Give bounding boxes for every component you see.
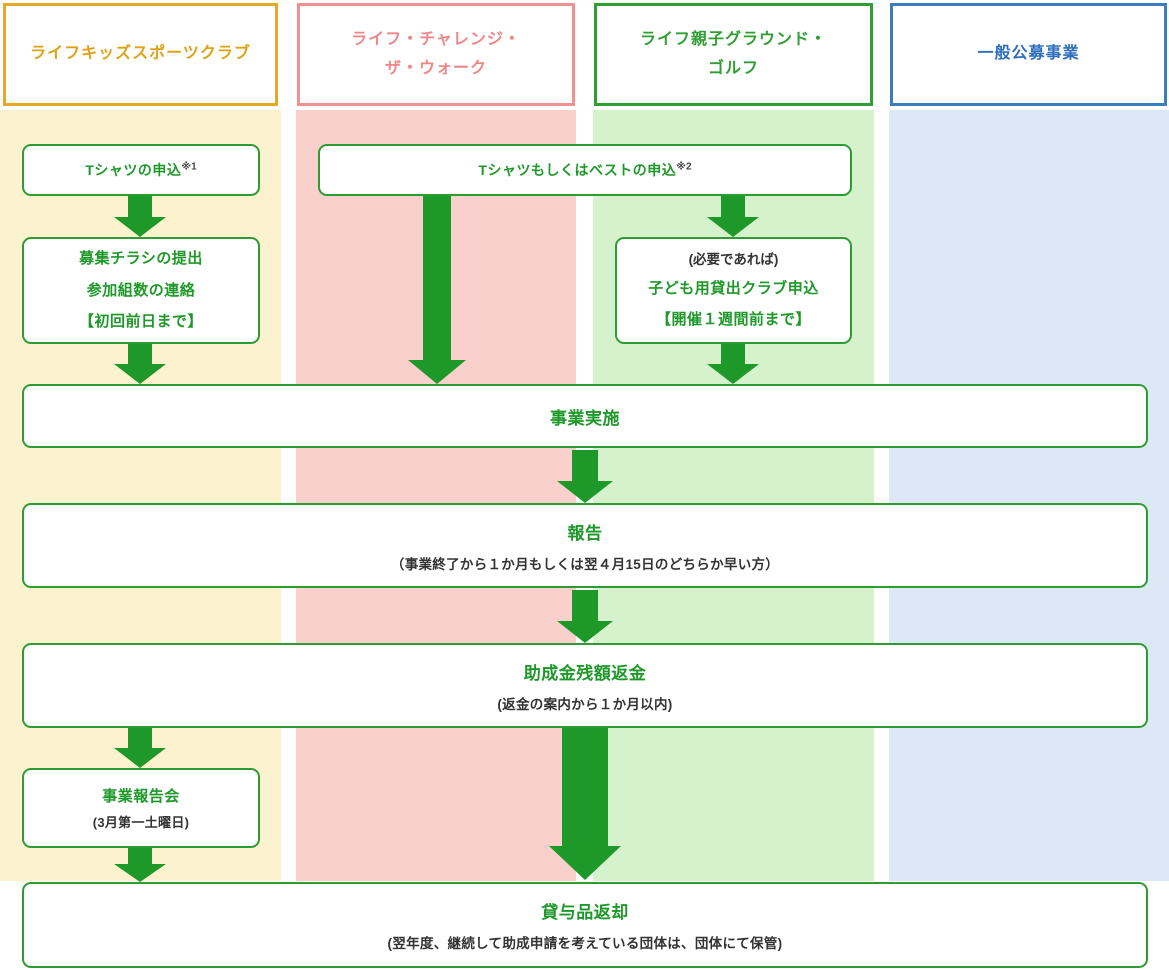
box-title: 事業報告会 (102, 788, 180, 805)
box-line: 参加組数の連絡 (86, 281, 196, 299)
box-kids-club-rental-application: (必要であれば) 子ども用貸出クラブ申込 【開催１週間前まで】 (615, 237, 852, 344)
box-subtitle: （事業終了から１か月もしくは翌４月15日のどちらか早い方） (390, 556, 780, 572)
footnote-mark: ※2 (676, 161, 692, 173)
flow-arrow-down (114, 196, 166, 237)
flow-arrow-down (557, 450, 613, 503)
box-title: 助成金残額返金 (523, 663, 647, 683)
header-general-public-recruitment: 一般公募事業 (890, 3, 1167, 106)
box-line: 【開催１週間前まで】 (655, 311, 811, 328)
flow-arrow-down (114, 848, 166, 882)
flow-arrow-down-long (549, 728, 621, 880)
header-label: ライフ・チャレンジ・ (351, 30, 521, 48)
flow-arrow-down-long (408, 196, 466, 384)
header-life-kids-sports-club: ライフキッズスポーツクラブ (3, 3, 278, 106)
box-line: 子ども用貸出クラブ申込 (648, 279, 819, 297)
box-subtitle: (返金の案内から１か月以内) (497, 696, 673, 712)
header-label: ザ・ウォーク (384, 59, 487, 77)
header-life-parent-child-ground-golf: ライフ親子グラウンド・ゴルフ (594, 3, 873, 106)
flow-arrow-down (557, 590, 613, 643)
header-life-challenge-the-walk: ライフ・チャレンジ・ザ・ウォーク (297, 3, 575, 106)
box-tshirt-or-vest-application: Tシャツもしくはベストの申込※2 (318, 144, 852, 196)
box-line: 募集チラシの提出 (79, 250, 203, 268)
header-label: 一般公募事業 (977, 45, 1080, 63)
box-rental-equipment-return: 貸与品返却 (翌年度、継続して助成申請を考えている団体は、団体にて保管) (22, 882, 1148, 968)
box-business-report-meeting: 事業報告会 (3月第一土曜日) (22, 768, 260, 848)
flow-arrow-down (114, 728, 166, 768)
flow-arrow-down (114, 344, 166, 384)
box-subtitle: (3月第一土曜日) (92, 815, 190, 830)
box-line: 【初回前日まで】 (78, 313, 203, 331)
header-label: ライフ親子グラウンド・ (639, 30, 827, 48)
box-subsidy-refund: 助成金残額返金 (返金の案内から１か月以内) (22, 643, 1148, 728)
box-business-implementation: 事業実施 (22, 384, 1148, 448)
flow-arrow-down (707, 196, 759, 237)
box-note: (必要であれば) (688, 251, 779, 267)
flow-arrow-down (707, 344, 759, 384)
box-title: 報告 (567, 523, 603, 543)
box-tshirt-application: Tシャツの申込※1 (22, 144, 260, 196)
header-label: ライフキッズスポーツクラブ (30, 45, 251, 63)
box-title: Tシャツの申込※1 (85, 161, 197, 178)
box-title: 貸与品返却 (541, 903, 629, 922)
box-title: Tシャツもしくはベストの申込※2 (478, 161, 692, 178)
box-subtitle: (翌年度、継続して助成申請を考えている団体は、団体にて保管) (387, 936, 783, 951)
header-label: ゴルフ (707, 59, 759, 77)
column-band-general (889, 110, 1169, 881)
box-flyer-submission: 募集チラシの提出 参加組数の連絡 【初回前日まで】 (22, 237, 260, 344)
box-report: 報告 （事業終了から１か月もしくは翌４月15日のどちらか早い方） (22, 503, 1148, 588)
footnote-mark: ※1 (181, 161, 197, 173)
box-title: 事業実施 (550, 408, 620, 428)
